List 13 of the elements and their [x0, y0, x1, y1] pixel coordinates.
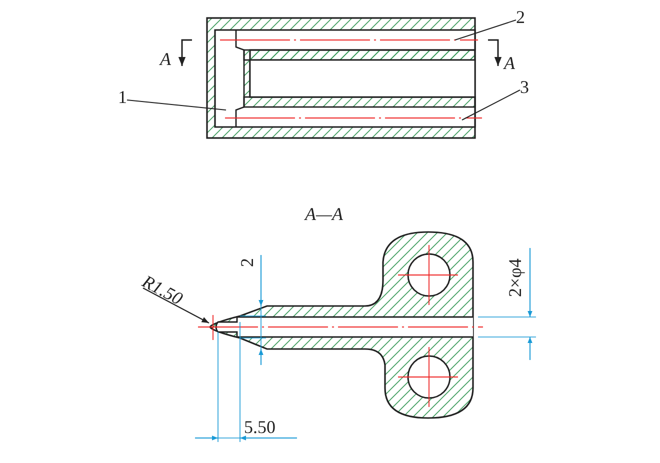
- dimension-text: 5.50: [244, 418, 276, 436]
- view-title: A—A: [305, 205, 343, 223]
- callout-number: 1: [118, 88, 127, 106]
- leader-line: [454, 20, 516, 40]
- section-label: A: [504, 54, 515, 72]
- dimension-text: 2×φ4: [506, 258, 524, 297]
- dimension-text: R1.50: [140, 272, 186, 308]
- callout-number: 2: [516, 8, 525, 26]
- section-label: A: [160, 50, 171, 68]
- dimension-text: 2: [238, 258, 256, 267]
- callout-number: 3: [520, 78, 529, 96]
- leader-line: [126, 100, 226, 110]
- leader-line: [462, 90, 520, 120]
